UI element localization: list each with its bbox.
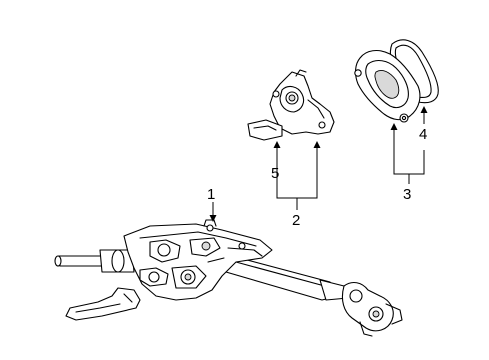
column-bracket: [269, 69, 335, 135]
callout-1: 1: [207, 186, 215, 203]
callout-3: 3: [403, 186, 411, 203]
callout-5: 5: [271, 165, 279, 182]
callout-4: 4: [419, 126, 427, 143]
steering-column-assembly: [54, 219, 403, 337]
leader-lines: [209, 106, 428, 222]
shim-plate: [247, 119, 283, 141]
column-cover-seal: [354, 39, 439, 123]
callout-2: 2: [292, 212, 300, 229]
